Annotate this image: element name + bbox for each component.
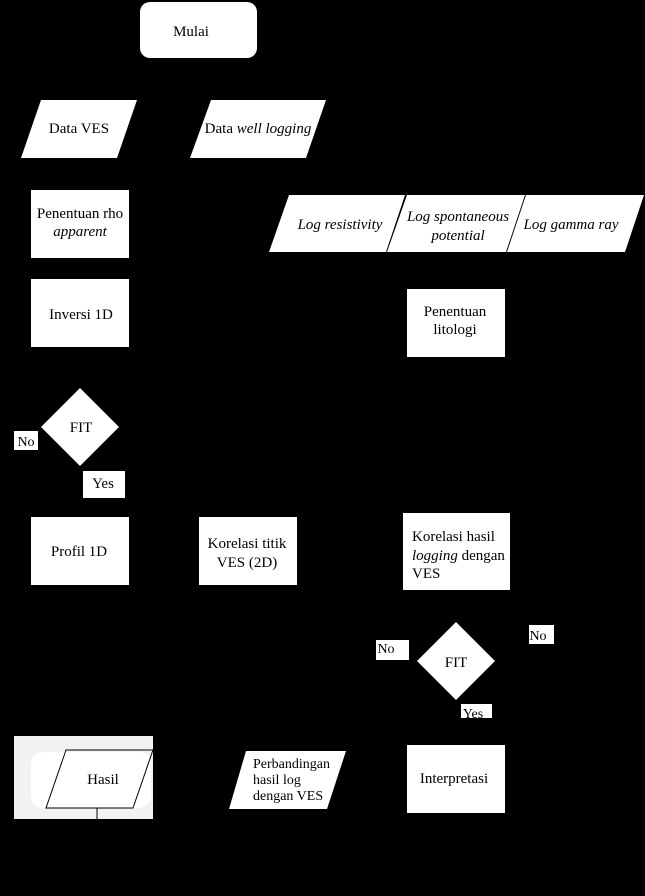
no-label-box-left: No bbox=[14, 431, 38, 450]
log-gamma-label: Log gamma ray bbox=[522, 217, 618, 233]
hasil-parallelogram bbox=[45, 749, 154, 809]
no-label-box-right-left: No bbox=[376, 640, 409, 660]
korelasi-hasil-italic: logging bbox=[412, 548, 458, 564]
korelasi-hasil-line2: logging dengan bbox=[412, 548, 505, 564]
start-label: Mulai bbox=[173, 24, 209, 40]
profil-1d-label: Profil 1D bbox=[51, 544, 107, 560]
inversi-1d-process: Inversi 1D bbox=[31, 279, 129, 347]
fit-left-label: FIT bbox=[70, 420, 93, 436]
litologi-line2: litologi bbox=[433, 322, 476, 338]
perbandingan-output: Perbandingan hasil log dengan VES bbox=[229, 751, 346, 809]
data-well-logging-input: Data well logging bbox=[190, 100, 326, 158]
yes-right-label: Yes bbox=[463, 707, 483, 722]
log-sp-input: Log spontaneous potential bbox=[387, 195, 525, 252]
no-right-top-label: No bbox=[529, 629, 546, 644]
no-label-box-right-top: No bbox=[529, 625, 554, 644]
data-ves-input: Data VES bbox=[21, 100, 137, 158]
rho-apparent-process: Penentuan rho apparent bbox=[31, 190, 129, 258]
yes-left-label: Yes bbox=[92, 476, 114, 492]
korelasi-titik-process: Korelasi titik VES (2D) bbox=[199, 517, 297, 585]
perbandingan-line3: dengan VES bbox=[253, 789, 323, 804]
hasil-label: Hasil bbox=[87, 772, 119, 788]
fit-decision-left: FIT bbox=[41, 388, 119, 466]
log-sp-line2: potential bbox=[430, 228, 484, 244]
log-sp-line1: Log spontaneous bbox=[406, 209, 509, 225]
hasil-output: Hasil bbox=[14, 736, 154, 819]
start-terminator: Mulai bbox=[140, 2, 257, 58]
perbandingan-line1: Perbandingan bbox=[253, 757, 330, 772]
data-well-logging-label: Data well logging bbox=[205, 121, 312, 137]
log-resistivity-label: Log resistivity bbox=[297, 217, 383, 233]
log-resistivity-input: Log resistivity bbox=[269, 195, 405, 252]
log-gamma-input: Log gamma ray bbox=[507, 195, 644, 252]
interpretasi-process: Interpretasi bbox=[407, 745, 505, 813]
litologi-line1: Penentuan bbox=[424, 304, 487, 320]
perbandingan-line2: hasil log bbox=[253, 773, 301, 788]
inversi-1d-label: Inversi 1D bbox=[49, 307, 113, 323]
data-ves-label: Data VES bbox=[49, 121, 109, 137]
interpretasi-label: Interpretasi bbox=[420, 771, 488, 787]
korelasi-titik-line2: VES (2D) bbox=[217, 555, 277, 571]
no-left-label: No bbox=[17, 435, 34, 450]
korelasi-titik-line1: Korelasi titik bbox=[208, 536, 287, 552]
yes-label-box-right: Yes bbox=[461, 704, 492, 722]
yes-label-box-left: Yes bbox=[83, 471, 125, 498]
data-well-italic: well logging bbox=[237, 121, 312, 137]
profil-1d-process: Profil 1D bbox=[31, 517, 129, 585]
korelasi-hasil-process: Korelasi hasil logging dengan VES bbox=[403, 513, 510, 590]
no-right-left-label: No bbox=[377, 642, 394, 657]
rho-apparent-line2: apparent bbox=[53, 224, 107, 240]
korelasi-hasil-line1: Korelasi hasil bbox=[412, 529, 495, 545]
fit-decision-right: FIT bbox=[417, 622, 495, 700]
korelasi-hasil-line3: VES bbox=[412, 566, 440, 582]
fit-right-label: FIT bbox=[445, 655, 468, 671]
litologi-process: Penentuan litologi bbox=[407, 289, 505, 357]
rho-apparent-line1: Penentuan rho bbox=[37, 206, 123, 222]
korelasi-hasil-rest: dengan bbox=[458, 548, 506, 564]
data-well-prefix: Data bbox=[205, 121, 237, 137]
